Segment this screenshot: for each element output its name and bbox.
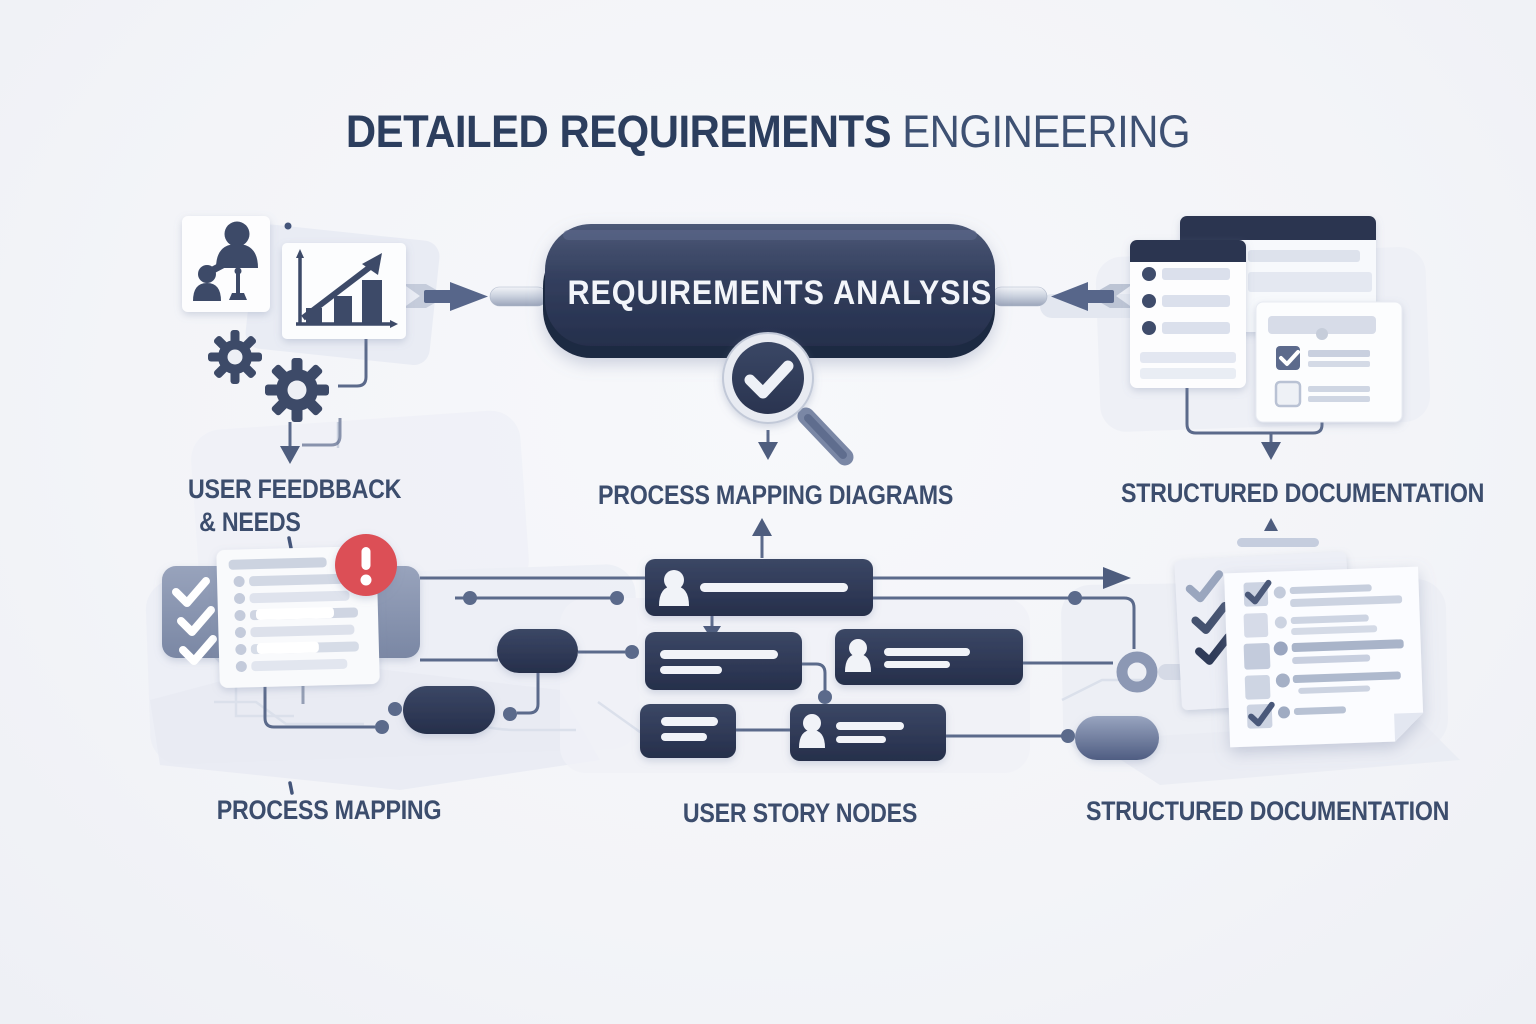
process-pill: [1075, 716, 1159, 760]
gears-icon: [208, 330, 329, 422]
label-process-mapping-diagrams: PROCESS MAPPING DIAGRAMS: [598, 480, 954, 510]
label-structured-documentation-top: STRUCTURED DOCUMENTATION: [1121, 478, 1485, 508]
title-emphasis: DETAILED REQUIREMENTS: [345, 106, 892, 157]
user-story-nodes-illustration: [403, 559, 1159, 761]
user-feedback-illustration: [182, 216, 406, 422]
requirements-list-icon: [216, 546, 380, 688]
label-structured-documentation-bottom: STRUCTURED DOCUMENTATION: [1086, 796, 1450, 826]
structured-documentation-output-illustration: [1174, 538, 1424, 748]
user-story-node: [645, 559, 873, 616]
user-story-node: [790, 704, 946, 761]
requirements-analysis-banner: [543, 224, 995, 358]
user-story-node: [645, 632, 802, 690]
magnifier-check-icon: [722, 332, 854, 466]
bar-chart-icon: [282, 243, 406, 339]
structured-documentation-illustration: [1130, 216, 1403, 423]
user-story-node: [640, 704, 736, 758]
alert-icon: [335, 534, 397, 596]
label-user-feedback-line2: & NEEDS: [199, 507, 301, 537]
label-user-story-nodes: USER STORY NODES: [682, 798, 918, 828]
label-user-feedback-line1: USER FEEDBBACK: [188, 474, 402, 504]
process-mapping-illustration: [162, 534, 420, 688]
process-pill: [403, 686, 495, 734]
label-process-mapping: PROCESS MAPPING: [216, 795, 442, 825]
banner-label: REQUIREMENTS ANALYSIS: [567, 274, 993, 312]
checklist-card-icon: [1255, 301, 1403, 423]
user-story-node: [835, 629, 1023, 685]
people-conversation-icon: [182, 216, 270, 312]
checklist-sheet-icon: [1224, 566, 1424, 748]
bullet-list-card-icon: [1130, 240, 1246, 388]
title-secondary: ENGINEERING: [902, 106, 1191, 157]
label-user-feedback: USER FEEDBBACK & NEEDS: [188, 473, 401, 539]
page-title: DETAILED REQUIREMENTS ENGINEERING: [303, 106, 1233, 158]
process-pill: [497, 629, 578, 673]
connector-ring-icon: [1116, 651, 1158, 693]
